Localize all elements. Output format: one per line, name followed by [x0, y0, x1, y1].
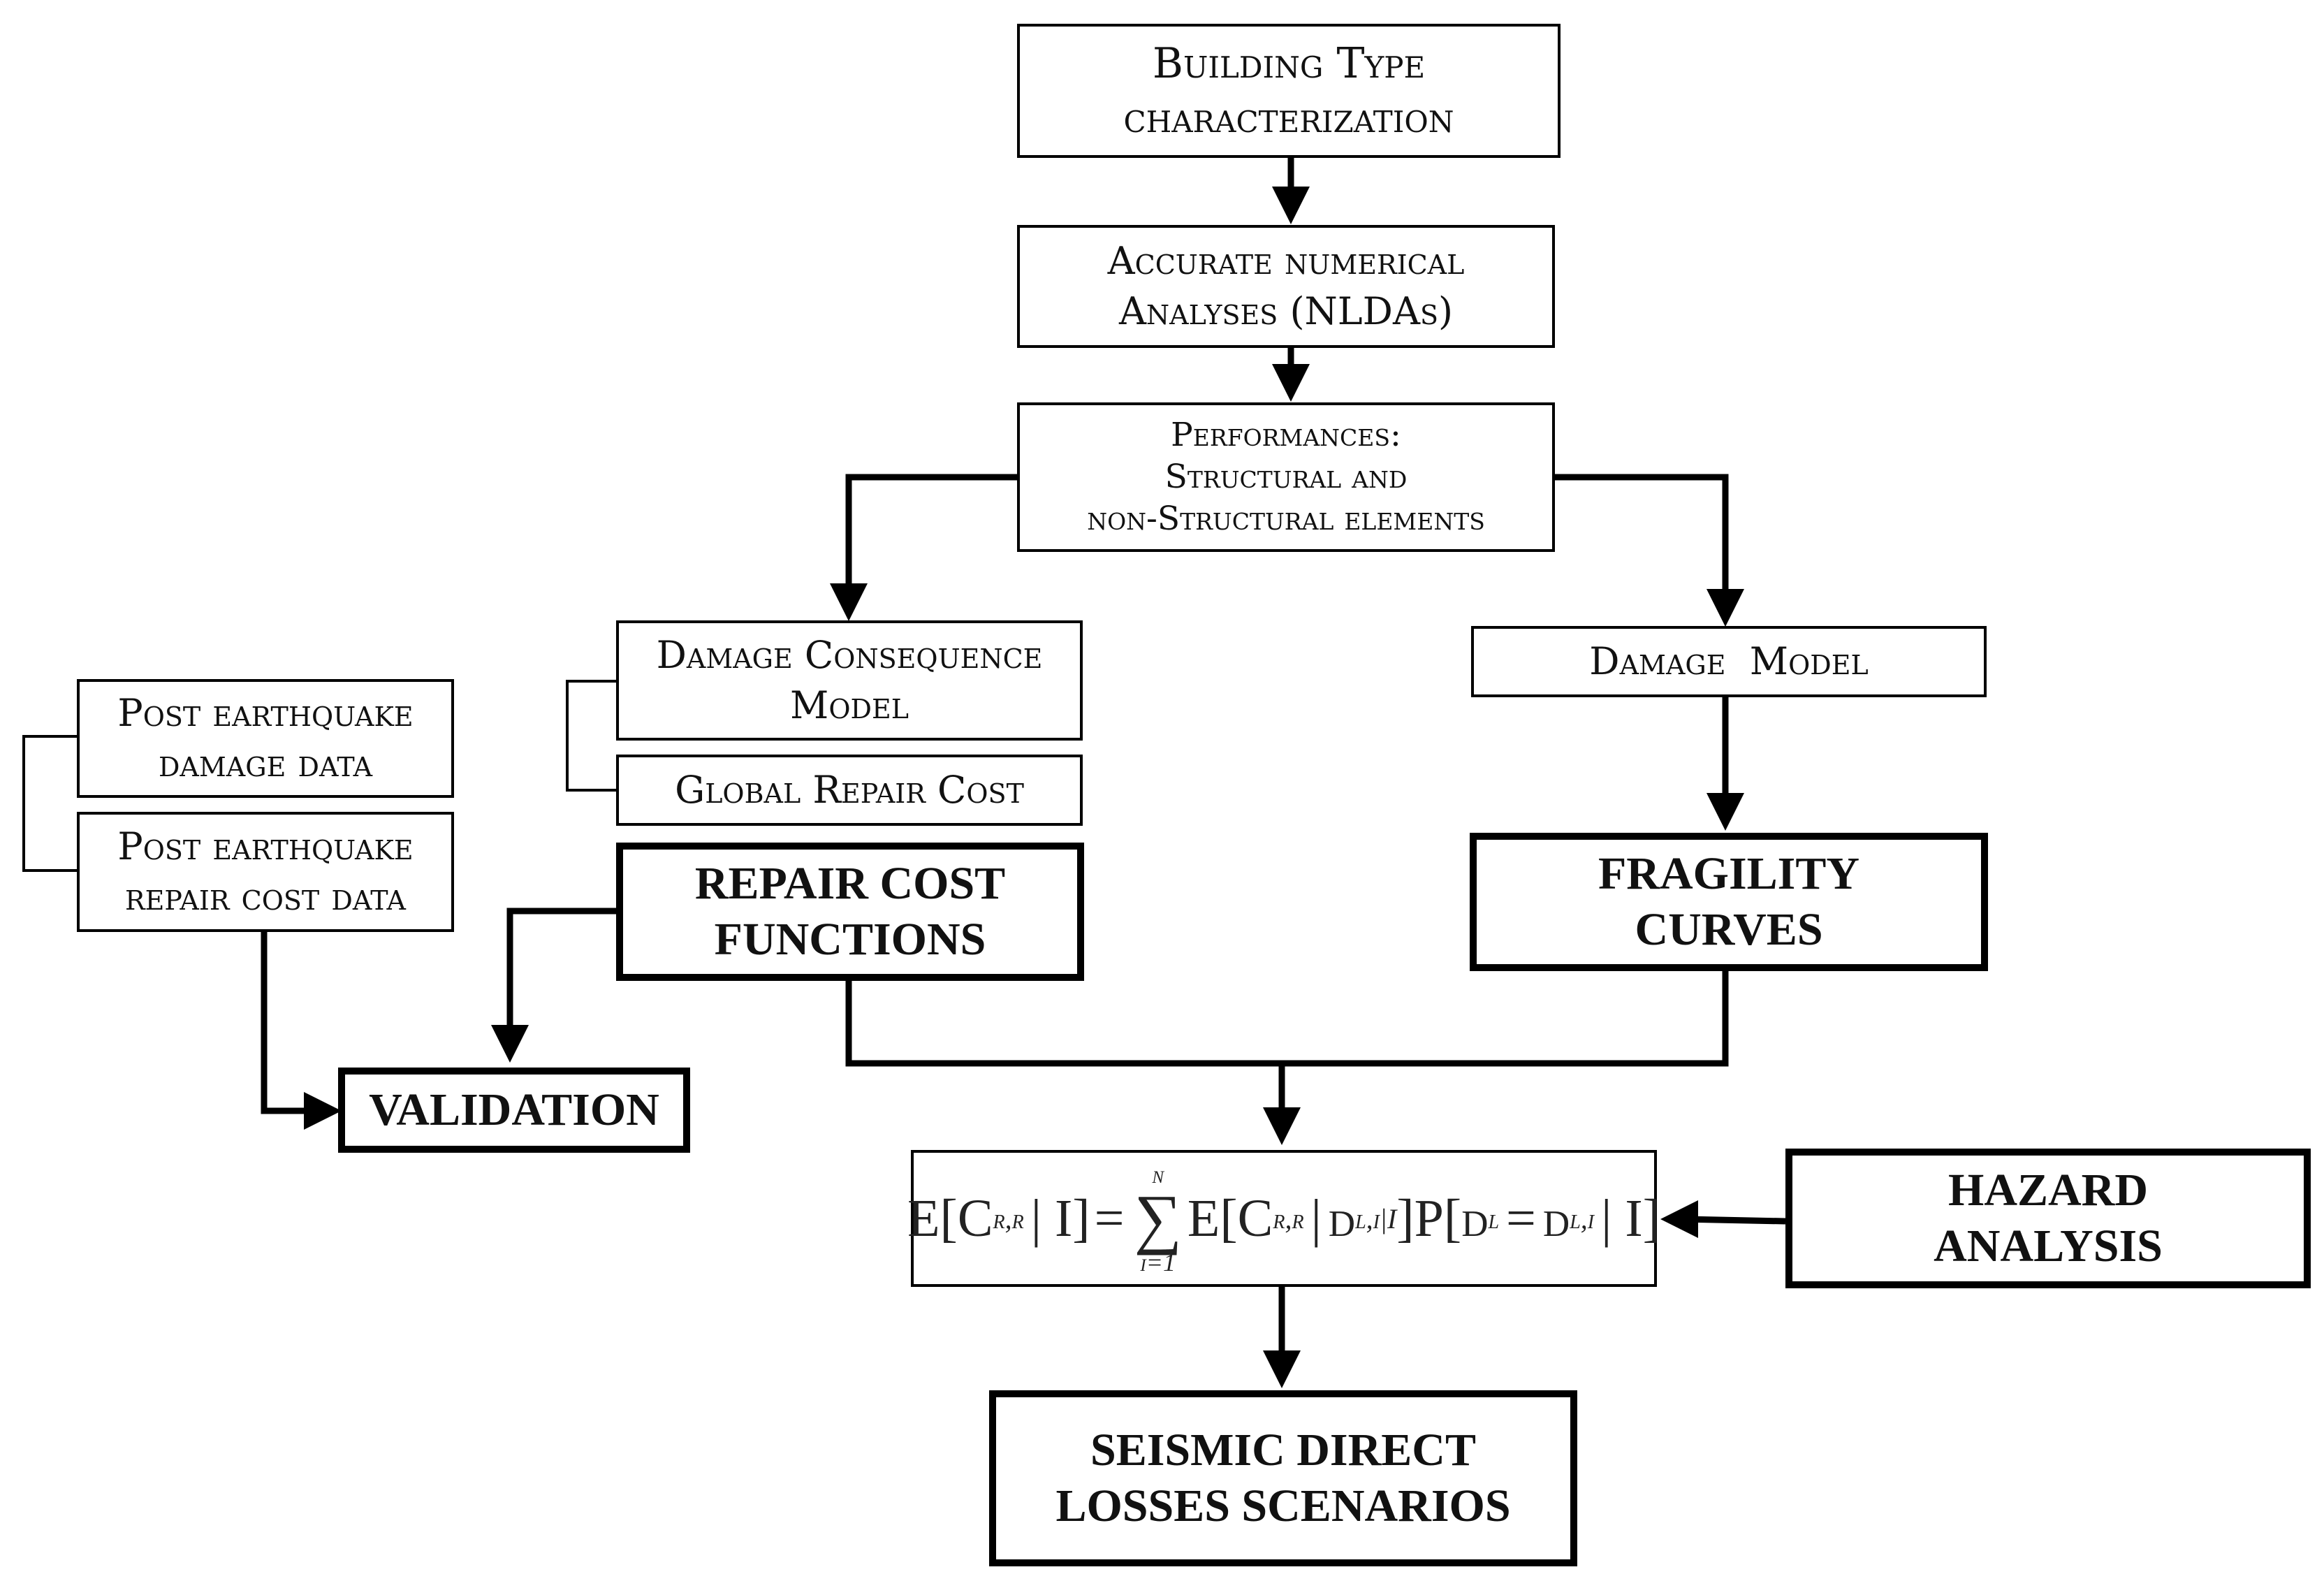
- eq-inner-equals: =: [1506, 1188, 1536, 1248]
- eq-given-intensity: | I: [1030, 1188, 1073, 1248]
- eq-given-bar: |: [1310, 1188, 1322, 1248]
- eq-summation: n ∑ i=1: [1134, 1162, 1181, 1275]
- eq-bracket-open: [: [940, 1188, 958, 1248]
- repair-cost-functions-box: REPAIR COST FUNCTIONS: [616, 843, 1084, 981]
- fragility-curves-box: FRAGILITY CURVES: [1470, 833, 1988, 971]
- arrow-post-eq-to-validation: [261, 932, 342, 1130]
- building-type-box: Building Type characterization: [1017, 24, 1561, 158]
- eq-damage-level-subscript: l: [1488, 1202, 1500, 1235]
- eq-bracket-open-3: [: [1443, 1188, 1462, 1248]
- hazard-analysis-box: HAZARD ANALYSIS: [1785, 1149, 2311, 1288]
- arrow-performances-to-consequence: [830, 474, 1017, 621]
- damage-model-label: Damage Model: [1589, 639, 1869, 683]
- eq-cost-symbol: C: [957, 1188, 993, 1248]
- repair-cost-functions-line-1: REPAIR COST: [694, 858, 1006, 909]
- eq-sigma-symbol: ∑: [1134, 1181, 1182, 1255]
- damage-consequence-model-box: Damage Consequence Model: [616, 620, 1083, 741]
- eq-expectation-symbol-2: E: [1187, 1188, 1220, 1248]
- line-repair-cost-to-merge: [845, 969, 1729, 1067]
- eq-expectation-symbol: E: [907, 1188, 940, 1248]
- bracket-post-eq: [22, 735, 77, 872]
- eq-bracket-close: ]: [1072, 1188, 1090, 1248]
- eq-damage-state-symbol: d: [1542, 1188, 1570, 1248]
- performances-line-2: Structural and: [1164, 458, 1408, 496]
- post-eq-damage-line-1: Post earthquake: [117, 691, 414, 735]
- arrow-repair-cost-to-validation: [491, 908, 616, 1063]
- building-type-line-1: Building Type: [1152, 39, 1426, 88]
- arrow-performances-to-damage-model: [1554, 474, 1744, 627]
- numerical-analyses-line-2: Analyses (NLDAs): [1118, 289, 1454, 333]
- bracket-consequence-global: [566, 680, 616, 792]
- eq-damage-level-symbol: d: [1461, 1188, 1489, 1248]
- hazard-analysis-line-1: HAZARD: [1947, 1165, 2148, 1216]
- fragility-curves-line-2: CURVES: [1635, 904, 1823, 955]
- post-eq-repair-cost-data-box: Post earthquake repair cost data: [77, 812, 454, 932]
- global-repair-cost-label: Global Repair Cost: [675, 768, 1024, 812]
- eq-cost-subscript: r,r: [993, 1202, 1024, 1235]
- seismic-losses-line-2: LOSSES SCENARIOS: [1055, 1480, 1511, 1531]
- post-eq-repair-line-1: Post earthquake: [117, 824, 414, 868]
- eq-bracket-open-2: [: [1220, 1188, 1238, 1248]
- numerical-analyses-box: Accurate numerical Analyses (NLDAs): [1017, 225, 1555, 348]
- eq-bracket-close-3: ]: [1642, 1188, 1660, 1248]
- validation-label: VALIDATION: [369, 1084, 659, 1135]
- post-eq-damage-data-box: Post earthquake damage data: [77, 679, 454, 798]
- eq-damage-subscript: l,i|I: [1355, 1202, 1397, 1235]
- hazard-analysis-line-2: ANALYSIS: [1934, 1221, 2163, 1272]
- seismic-losses-line-1: SEISMIC DIRECT: [1090, 1425, 1476, 1476]
- damage-model-box: Damage Model: [1471, 626, 1987, 697]
- post-eq-repair-line-2: repair cost data: [125, 875, 406, 919]
- performances-box: Performances: Structural and non-Structu…: [1017, 402, 1555, 552]
- eq-sum-lower-limit: i=1: [1140, 1248, 1176, 1276]
- eq-cost-subscript-2: r,r: [1273, 1202, 1304, 1235]
- performances-line-3: non-Structural elements: [1087, 500, 1485, 538]
- expected-cost-equation-box: E [ C r,r | I ] = n ∑ i=1 E [ C r,r | d …: [907, 1150, 1660, 1287]
- numerical-analyses-line-1: Accurate numerical: [1107, 239, 1465, 283]
- eq-sum-upper-limit: n: [1152, 1160, 1164, 1188]
- validation-box: VALIDATION: [338, 1068, 690, 1153]
- performances-line-1: Performances:: [1171, 416, 1401, 454]
- post-eq-damage-line-2: damage data: [158, 741, 373, 785]
- repair-cost-functions-line-2: FUNCTIONS: [714, 914, 986, 965]
- fragility-curves-line-1: FRAGILITY: [1598, 848, 1860, 899]
- damage-consequence-line-2: Model: [790, 683, 909, 727]
- building-type-line-2: characterization: [1123, 94, 1454, 143]
- eq-equals-sign: =: [1094, 1188, 1125, 1248]
- eq-damage-state-subscript: l,i: [1570, 1202, 1595, 1235]
- eq-given-intensity-2: | I: [1601, 1188, 1643, 1248]
- eq-bracket-close-2: ]: [1396, 1188, 1415, 1248]
- global-repair-cost-box: Global Repair Cost: [616, 755, 1083, 826]
- arrow-hazard-to-equation: [1660, 1200, 1786, 1238]
- eq-damage-symbol: d: [1328, 1188, 1356, 1248]
- eq-cost-symbol-2: C: [1237, 1188, 1273, 1248]
- seismic-losses-box: SEISMIC DIRECT LOSSES SCENARIOS: [989, 1390, 1577, 1566]
- eq-probability-symbol: P: [1414, 1188, 1444, 1248]
- damage-consequence-line-1: Damage Consequence: [656, 633, 1043, 677]
- equation-row: E [ C r,r | I ] = n ∑ i=1 E [ C r,r | d …: [907, 1162, 1660, 1275]
